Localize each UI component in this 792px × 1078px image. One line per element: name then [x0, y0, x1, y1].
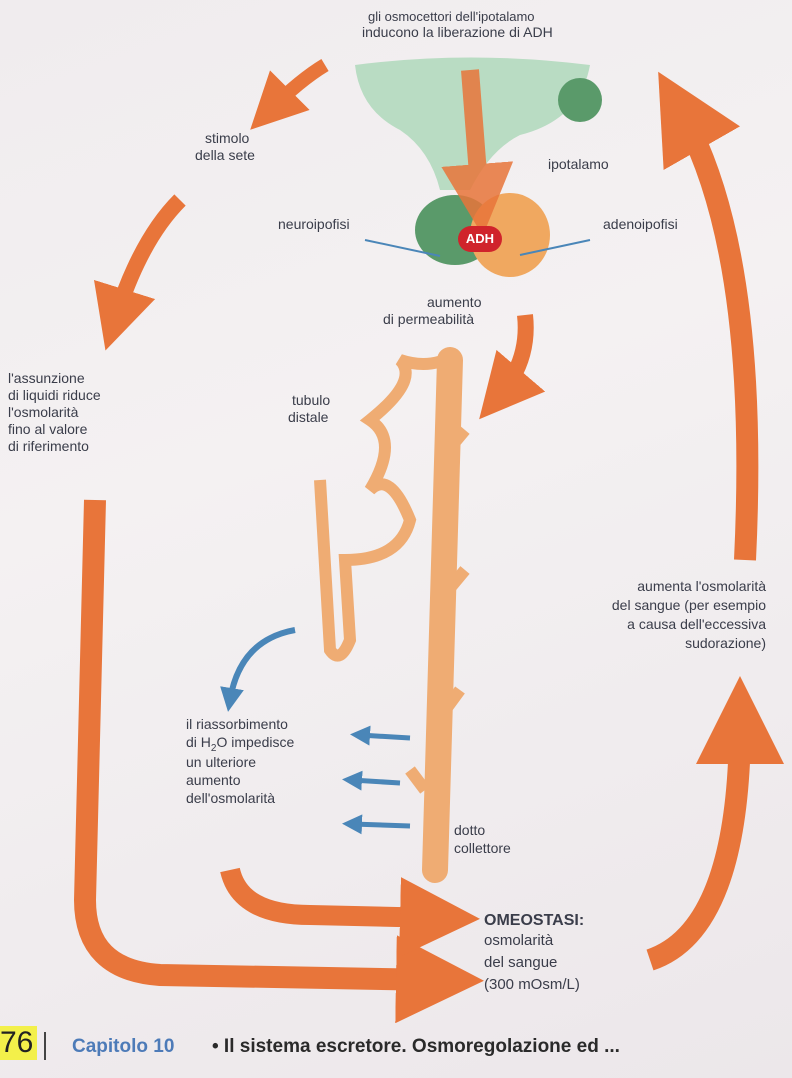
arrow-to-thirst	[250, 58, 329, 130]
distal-label-1: tubulo	[292, 392, 331, 408]
permeability-label-2: di permeabilità	[383, 311, 475, 327]
water-arrow-1	[350, 725, 411, 746]
increase-label-1: aumenta l'osmolarità	[637, 578, 766, 594]
duct-label-1: dotto	[454, 822, 486, 838]
collecting-duct	[422, 347, 463, 883]
reabs-label-4: aumento	[186, 772, 241, 788]
distal-tubule	[314, 349, 459, 662]
page-footer: 76 Capitolo 10 • Il sistema escretore. O…	[0, 1022, 792, 1078]
intake-label-4: fino al valore	[8, 421, 88, 437]
neurohypophysis-label: neuroipofisi	[278, 216, 350, 232]
arrow-to-hypothalamus	[658, 71, 759, 561]
increase-label-3: a causa dell'eccessiva	[627, 616, 766, 632]
water-arrow-3	[342, 814, 411, 835]
arrow-intake-to-homeostasis	[73, 499, 484, 1024]
increase-label-2: del sangue (per esempio	[611, 597, 766, 613]
footer-divider	[44, 1032, 46, 1060]
duct-label-2: collettore	[454, 840, 511, 856]
hypothalamus-nucleus	[558, 78, 602, 122]
top-label-1: gli osmocettori dell'ipotalamo	[368, 9, 535, 24]
homeostasis-label-2: osmolarità	[484, 932, 554, 949]
thirst-label-1: stimolo	[205, 130, 250, 146]
top-label-2: inducono la liberazione di ADH	[362, 24, 553, 40]
intake-label-3: l'osmolarità	[8, 404, 79, 420]
adh-badge: ADH	[458, 226, 502, 252]
distal-label-2: distale	[288, 409, 329, 425]
reabs-label-1: il riassorbimento	[186, 716, 288, 732]
intake-label-1: l'assunzione	[8, 370, 85, 386]
homeostasis-label-3: del sangue	[484, 954, 558, 971]
intake-label-2: di liquidi riduce	[8, 387, 101, 403]
permeability-label-1: aumento	[427, 294, 482, 310]
arrow-reabsorption-curve	[220, 627, 296, 712]
reabs-label-3: un ulteriore	[186, 754, 257, 770]
adenohypophysis-label: adenoipofisi	[603, 216, 678, 232]
reabs-label-5: dell'osmolarità	[186, 790, 276, 806]
arrow-to-increase	[646, 676, 784, 971]
arrow-perm	[479, 314, 546, 420]
homeostasis-title: OMEOSTASI:	[484, 912, 585, 929]
chapter-label: Capitolo 10	[72, 1036, 175, 1057]
homeostasis-label-4: (300 mOsm/L)	[484, 976, 580, 993]
intake-label-5: di riferimento	[8, 438, 89, 454]
arrow-thirst-to-intake	[94, 194, 186, 351]
chapter-title: • Il sistema escretore. Osmoregolazione …	[212, 1036, 620, 1057]
hypothalamus-label: ipotalamo	[548, 156, 609, 172]
reabs-label-2: di H2O impedisce	[186, 734, 295, 754]
arrow-reabs-to-homeostasis	[220, 867, 480, 958]
water-arrow-2	[342, 770, 401, 791]
thirst-label-2: della sete	[195, 147, 255, 163]
page-number: 76	[0, 1026, 38, 1060]
increase-label-4: sudorazione)	[685, 635, 766, 651]
